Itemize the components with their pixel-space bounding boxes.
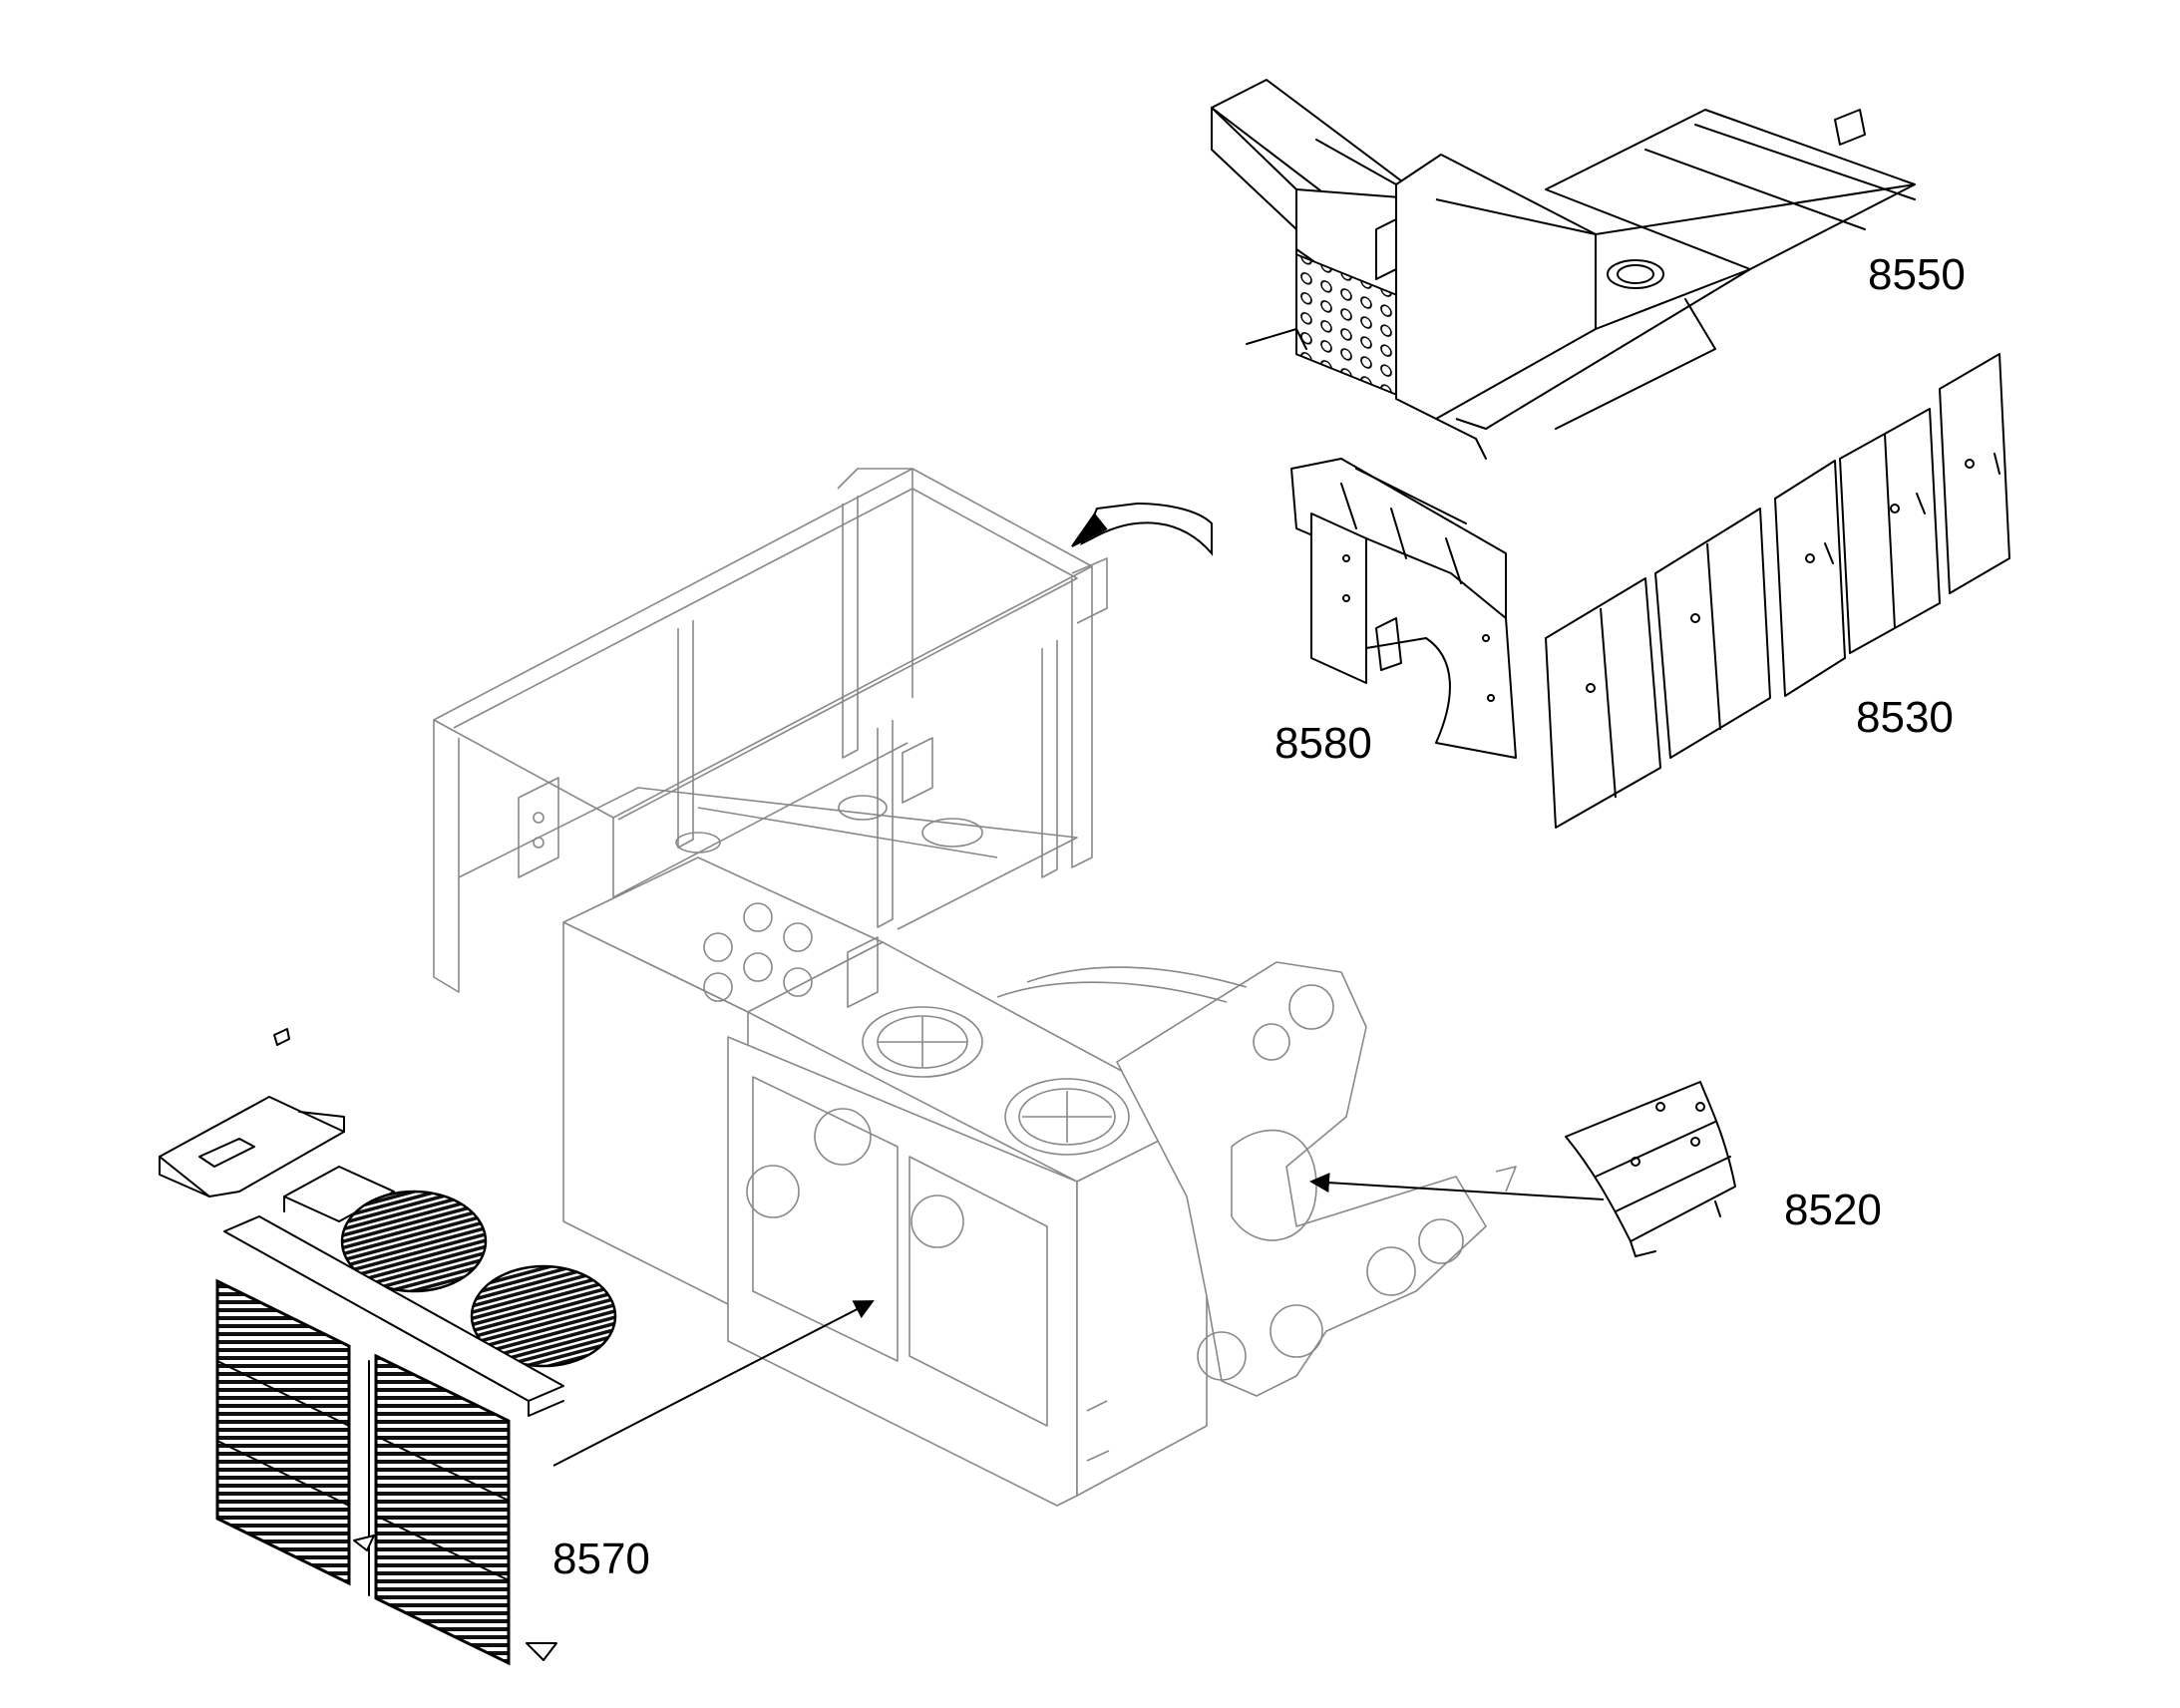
callout-8520: 8520: [1784, 1186, 1882, 1234]
side-arms: [996, 961, 1517, 1397]
part-8580-rear-panel: [1290, 458, 1517, 759]
upper-frame: [433, 468, 1108, 993]
part-8550-roof-assembly: [1211, 79, 1916, 460]
callout-8550: 8550: [1868, 250, 1966, 299]
curved-arrow-icon: [1071, 502, 1213, 556]
part-8530-door-panels: [1545, 353, 2010, 829]
callout-8580: 8580: [1274, 719, 1372, 768]
callout-8530: 8530: [1856, 693, 1954, 742]
callout-8570: 8570: [552, 1535, 650, 1583]
part-8520-cover-plate: [1565, 1081, 1736, 1257]
lower-housing: [562, 856, 1208, 1507]
part-8570-cooler-grilles: [159, 1028, 617, 1666]
main-frame: [433, 468, 1517, 1507]
leader-arrow-icon: [1309, 1173, 1605, 1200]
leader-arrow-icon: [552, 1300, 875, 1467]
